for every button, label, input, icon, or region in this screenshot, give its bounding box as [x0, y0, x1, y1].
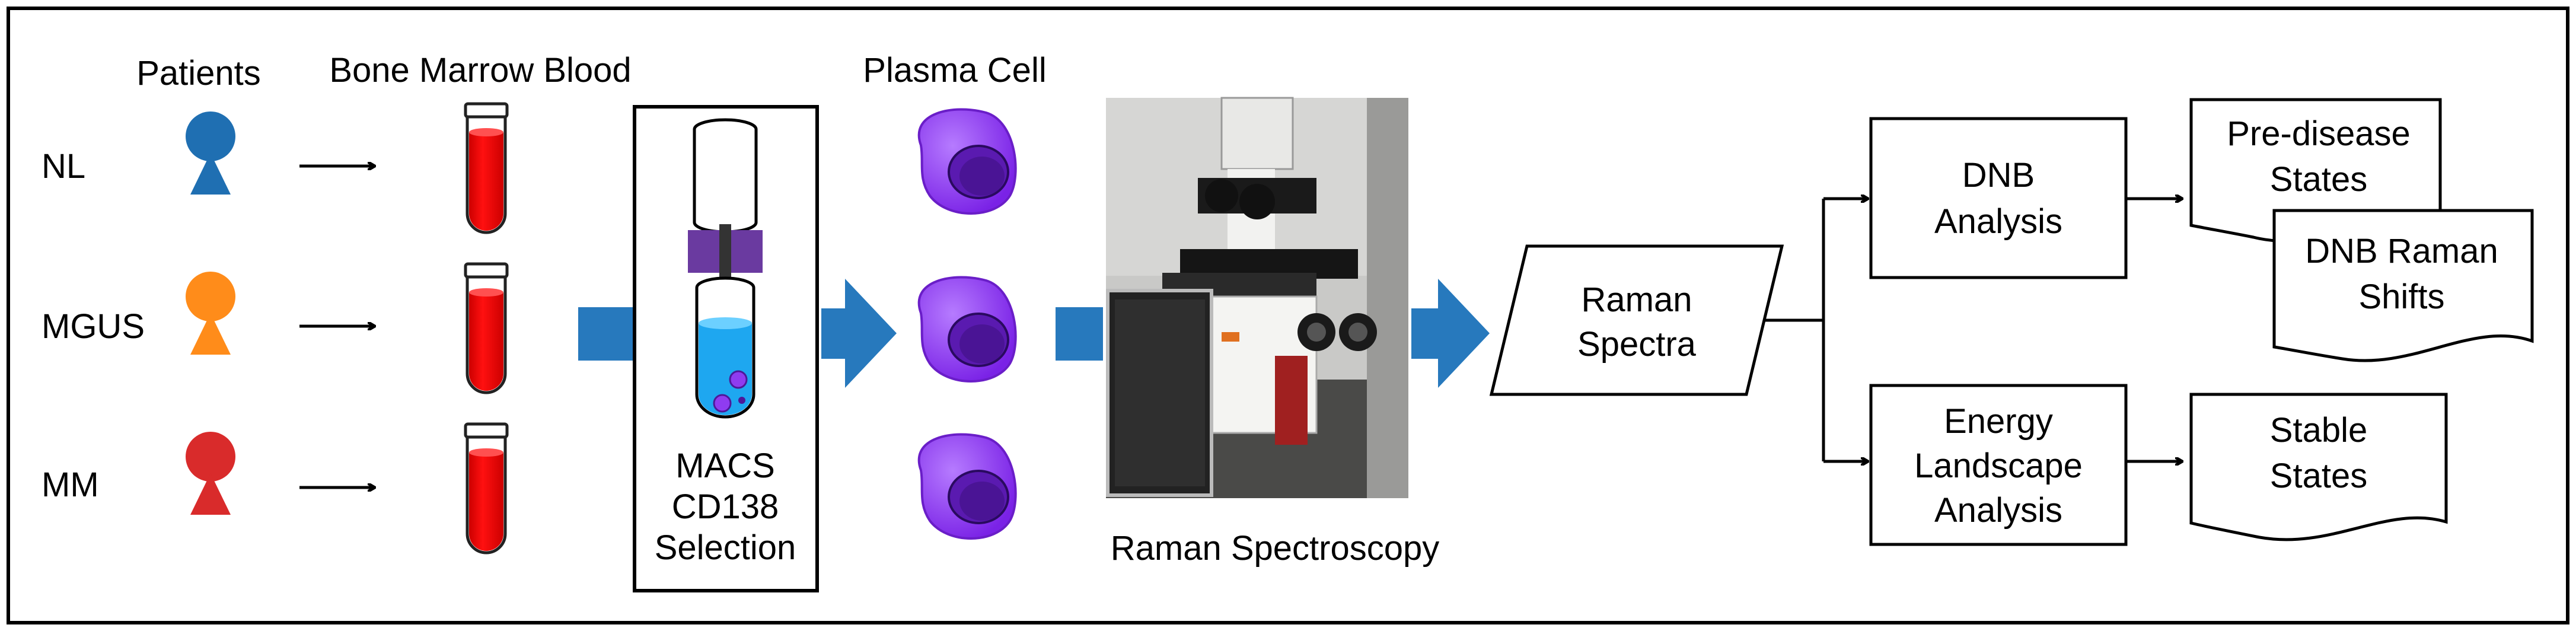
- patient-row-nl: NL: [42, 104, 507, 232]
- plasma-cell-icon: [917, 108, 1017, 215]
- raman-spectra-node: Raman Spectra: [1489, 244, 1784, 396]
- flow-arrow-icon: [578, 307, 637, 361]
- energy-line-1: Energy: [1944, 402, 2053, 441]
- dnb-analysis-line-2: Analysis: [1934, 202, 2062, 241]
- header-plasma-cell: Plasma Cell: [863, 51, 1046, 90]
- stable-states-line-1: Stable: [2270, 411, 2367, 450]
- macs-line-2: CD138: [672, 487, 779, 526]
- flow-arrow-icon: [1056, 307, 1103, 361]
- flow-arrow-icon: [821, 279, 897, 388]
- blood-tube-icon: [466, 104, 507, 232]
- energy-line-3: Analysis: [1934, 491, 2062, 530]
- patient-row-mgus: MGUS: [42, 264, 507, 393]
- blood-tube-icon: [466, 424, 507, 553]
- pre-disease-line-1: Pre-disease: [2227, 114, 2410, 153]
- plasma-cell-icon: [917, 276, 1017, 383]
- header-patients: Patients: [136, 54, 261, 93]
- dnb-analysis-line-1: DNB: [1962, 156, 2035, 195]
- header-bone-marrow-blood: Bone Marrow Blood: [329, 51, 631, 90]
- patient-row-mm: MM: [42, 424, 507, 553]
- raman-microscope-photo: [1106, 97, 1408, 498]
- stable-states-document: Stable States: [2189, 393, 2448, 541]
- patient-label-mm: MM: [42, 466, 99, 504]
- dnb-raman-shifts-line-1: DNB Raman: [2305, 232, 2498, 270]
- outer-frame: [7, 7, 2569, 624]
- energy-line-2: Landscape: [1914, 447, 2083, 485]
- pre-disease-states-document: Pre-disease States: [2189, 98, 2442, 243]
- plasma-cell-icon: [917, 433, 1017, 540]
- patient-mm-icon: [186, 432, 235, 515]
- blood-tube-icon: [466, 264, 507, 393]
- stable-states-line-2: States: [2270, 457, 2367, 495]
- dnb-raman-shifts-document: DNB Raman Shifts: [2272, 209, 2534, 362]
- dnb-analysis-box: DNB Analysis: [1869, 117, 2128, 279]
- flow-arrow-icon: [1411, 279, 1490, 388]
- pre-disease-line-2: States: [2270, 160, 2367, 199]
- raman-spectroscopy-label: Raman Spectroscopy: [1111, 529, 1439, 568]
- patient-label-nl: NL: [42, 147, 85, 186]
- macs-line-3: Selection: [655, 528, 796, 567]
- raman-spectra-line-1: Raman: [1582, 281, 1692, 319]
- raman-spectra-line-2: Spectra: [1577, 325, 1697, 364]
- macs-selection-box: MACS CD138 Selection: [633, 105, 819, 592]
- patient-mgus-icon: [186, 272, 235, 355]
- patient-label-mgus: MGUS: [42, 307, 145, 346]
- energy-landscape-box: Energy Landscape Analysis: [1869, 384, 2128, 546]
- macs-line-1: MACS: [675, 447, 775, 485]
- dnb-raman-shifts-line-2: Shifts: [2358, 278, 2444, 316]
- patient-nl-icon: [186, 111, 235, 195]
